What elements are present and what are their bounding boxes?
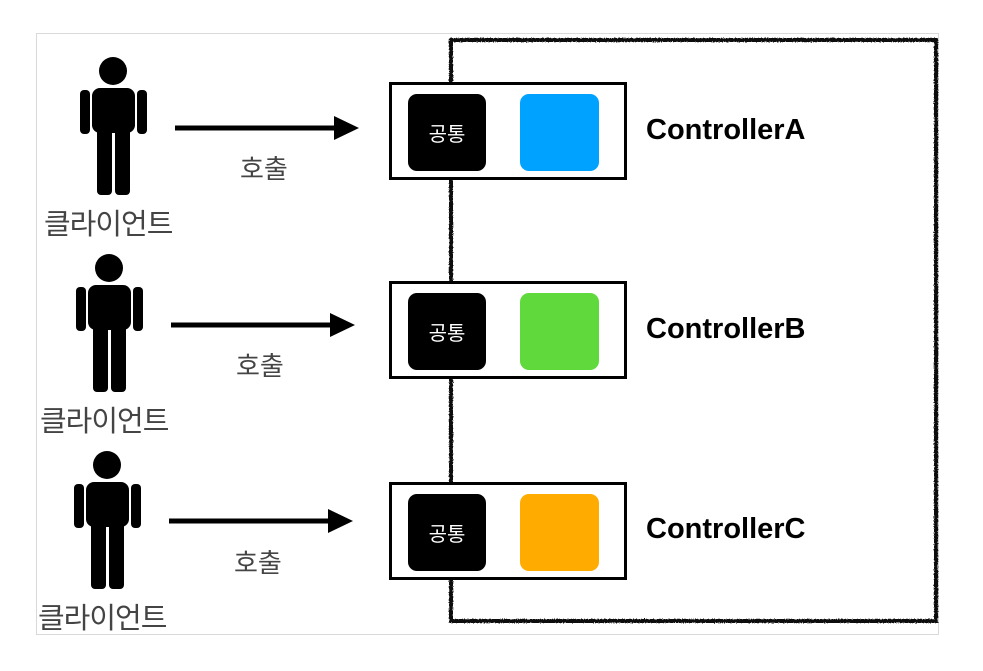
- common-block: 공통: [408, 494, 486, 571]
- person-icon: [80, 57, 147, 195]
- person-icon: [74, 451, 141, 589]
- call-label: 호출: [236, 352, 284, 382]
- controller-c-block: [520, 494, 599, 571]
- call-label: 호출: [240, 155, 288, 185]
- client-label: 클라이언트: [40, 404, 169, 438]
- client-label: 클라이언트: [44, 207, 173, 241]
- controller-box-c: 공통: [389, 482, 627, 580]
- controller-box-a: 공통: [389, 82, 627, 180]
- person-icon: [76, 254, 143, 392]
- call-arrow: [175, 116, 359, 140]
- controller-name-c: ControllerC: [646, 513, 806, 545]
- call-arrow: [171, 313, 355, 337]
- call-arrow: [169, 509, 353, 533]
- controller-b-block: [520, 293, 599, 370]
- common-block: 공통: [408, 293, 486, 370]
- client-label: 클라이언트: [38, 601, 167, 635]
- diagram-frame: [36, 33, 939, 635]
- controller-name-a: ControllerA: [646, 114, 806, 146]
- call-label: 호출: [234, 549, 282, 579]
- common-block: 공통: [408, 94, 486, 171]
- controller-a-block: [520, 94, 599, 171]
- controller-name-b: ControllerB: [646, 313, 806, 345]
- controller-box-b: 공통: [389, 281, 627, 379]
